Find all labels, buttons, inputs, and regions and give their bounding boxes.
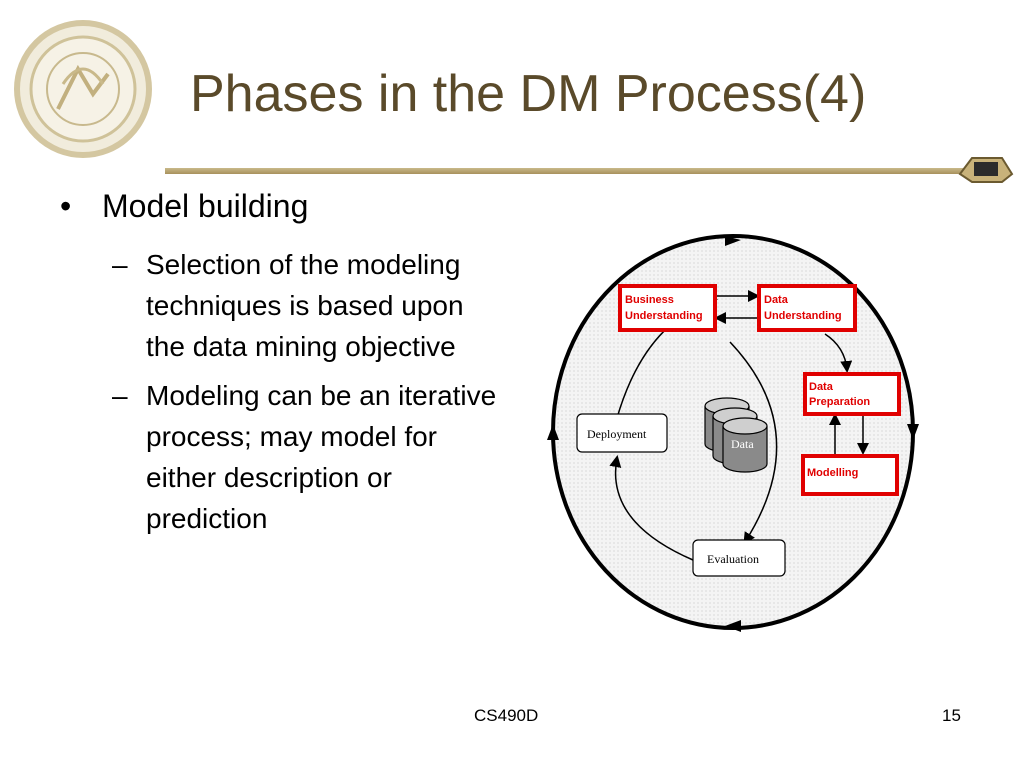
- data-store-label: Data: [731, 437, 754, 451]
- dm-process-diagram: Business Understanding Data Understandin…: [547, 234, 919, 632]
- phase-label: Understanding: [764, 310, 842, 322]
- sub-bullet-dash: –: [112, 249, 128, 280]
- footer-course: CS490D: [474, 706, 539, 725]
- phase-label: Evaluation: [707, 552, 759, 566]
- purdue-motion-p-logo: [958, 157, 1014, 183]
- phase-data-understanding: [757, 284, 857, 332]
- bullet-model-building: • Model building: [60, 188, 308, 225]
- cycle-arrow-bottom: [725, 620, 741, 632]
- phase-label: Understanding: [625, 310, 703, 322]
- phase-label: Deployment: [587, 427, 647, 441]
- phase-label: Modelling: [807, 467, 858, 479]
- phase-business-understanding: [618, 284, 717, 332]
- bullet-dot: •: [60, 188, 72, 224]
- phase-deployment: [576, 413, 668, 453]
- sub-bullet-list: – Selection of the modeling techniques i…: [112, 244, 502, 547]
- cycle-arrow-left: [547, 424, 559, 440]
- slide-number: 15: [942, 706, 961, 725]
- sub-bullet-text: Modeling can be an iterative process; ma…: [146, 380, 497, 534]
- phase-label: Business: [625, 294, 674, 306]
- phase-evaluation: [692, 539, 786, 577]
- phase-label: Preparation: [809, 396, 870, 408]
- arrow-data-to-prep: [824, 333, 853, 373]
- sub-bullet-text: Selection of the modeling techniques is …: [146, 249, 464, 362]
- sub-bullet-item: – Selection of the modeling techniques i…: [112, 244, 502, 367]
- bullet-main-text: Model building: [102, 188, 309, 224]
- inner-arc: [729, 341, 778, 545]
- data-store-icon: [704, 397, 768, 473]
- purdue-seal-logo: [14, 20, 152, 158]
- cycle-arrow-right: [907, 424, 919, 440]
- slide-title: Phases in the DM Process(4): [190, 65, 867, 123]
- phase-modelling: [801, 454, 899, 496]
- title-divider: [165, 168, 975, 174]
- sub-bullet-item: – Modeling can be an iterative process; …: [112, 375, 502, 539]
- phase-label: Data: [809, 381, 834, 393]
- phase-label: Data: [764, 294, 789, 306]
- cycle-arrow-top: [725, 236, 741, 246]
- inner-arc: [609, 455, 694, 561]
- sub-bullet-dash: –: [112, 380, 128, 411]
- phase-data-preparation: [803, 372, 901, 416]
